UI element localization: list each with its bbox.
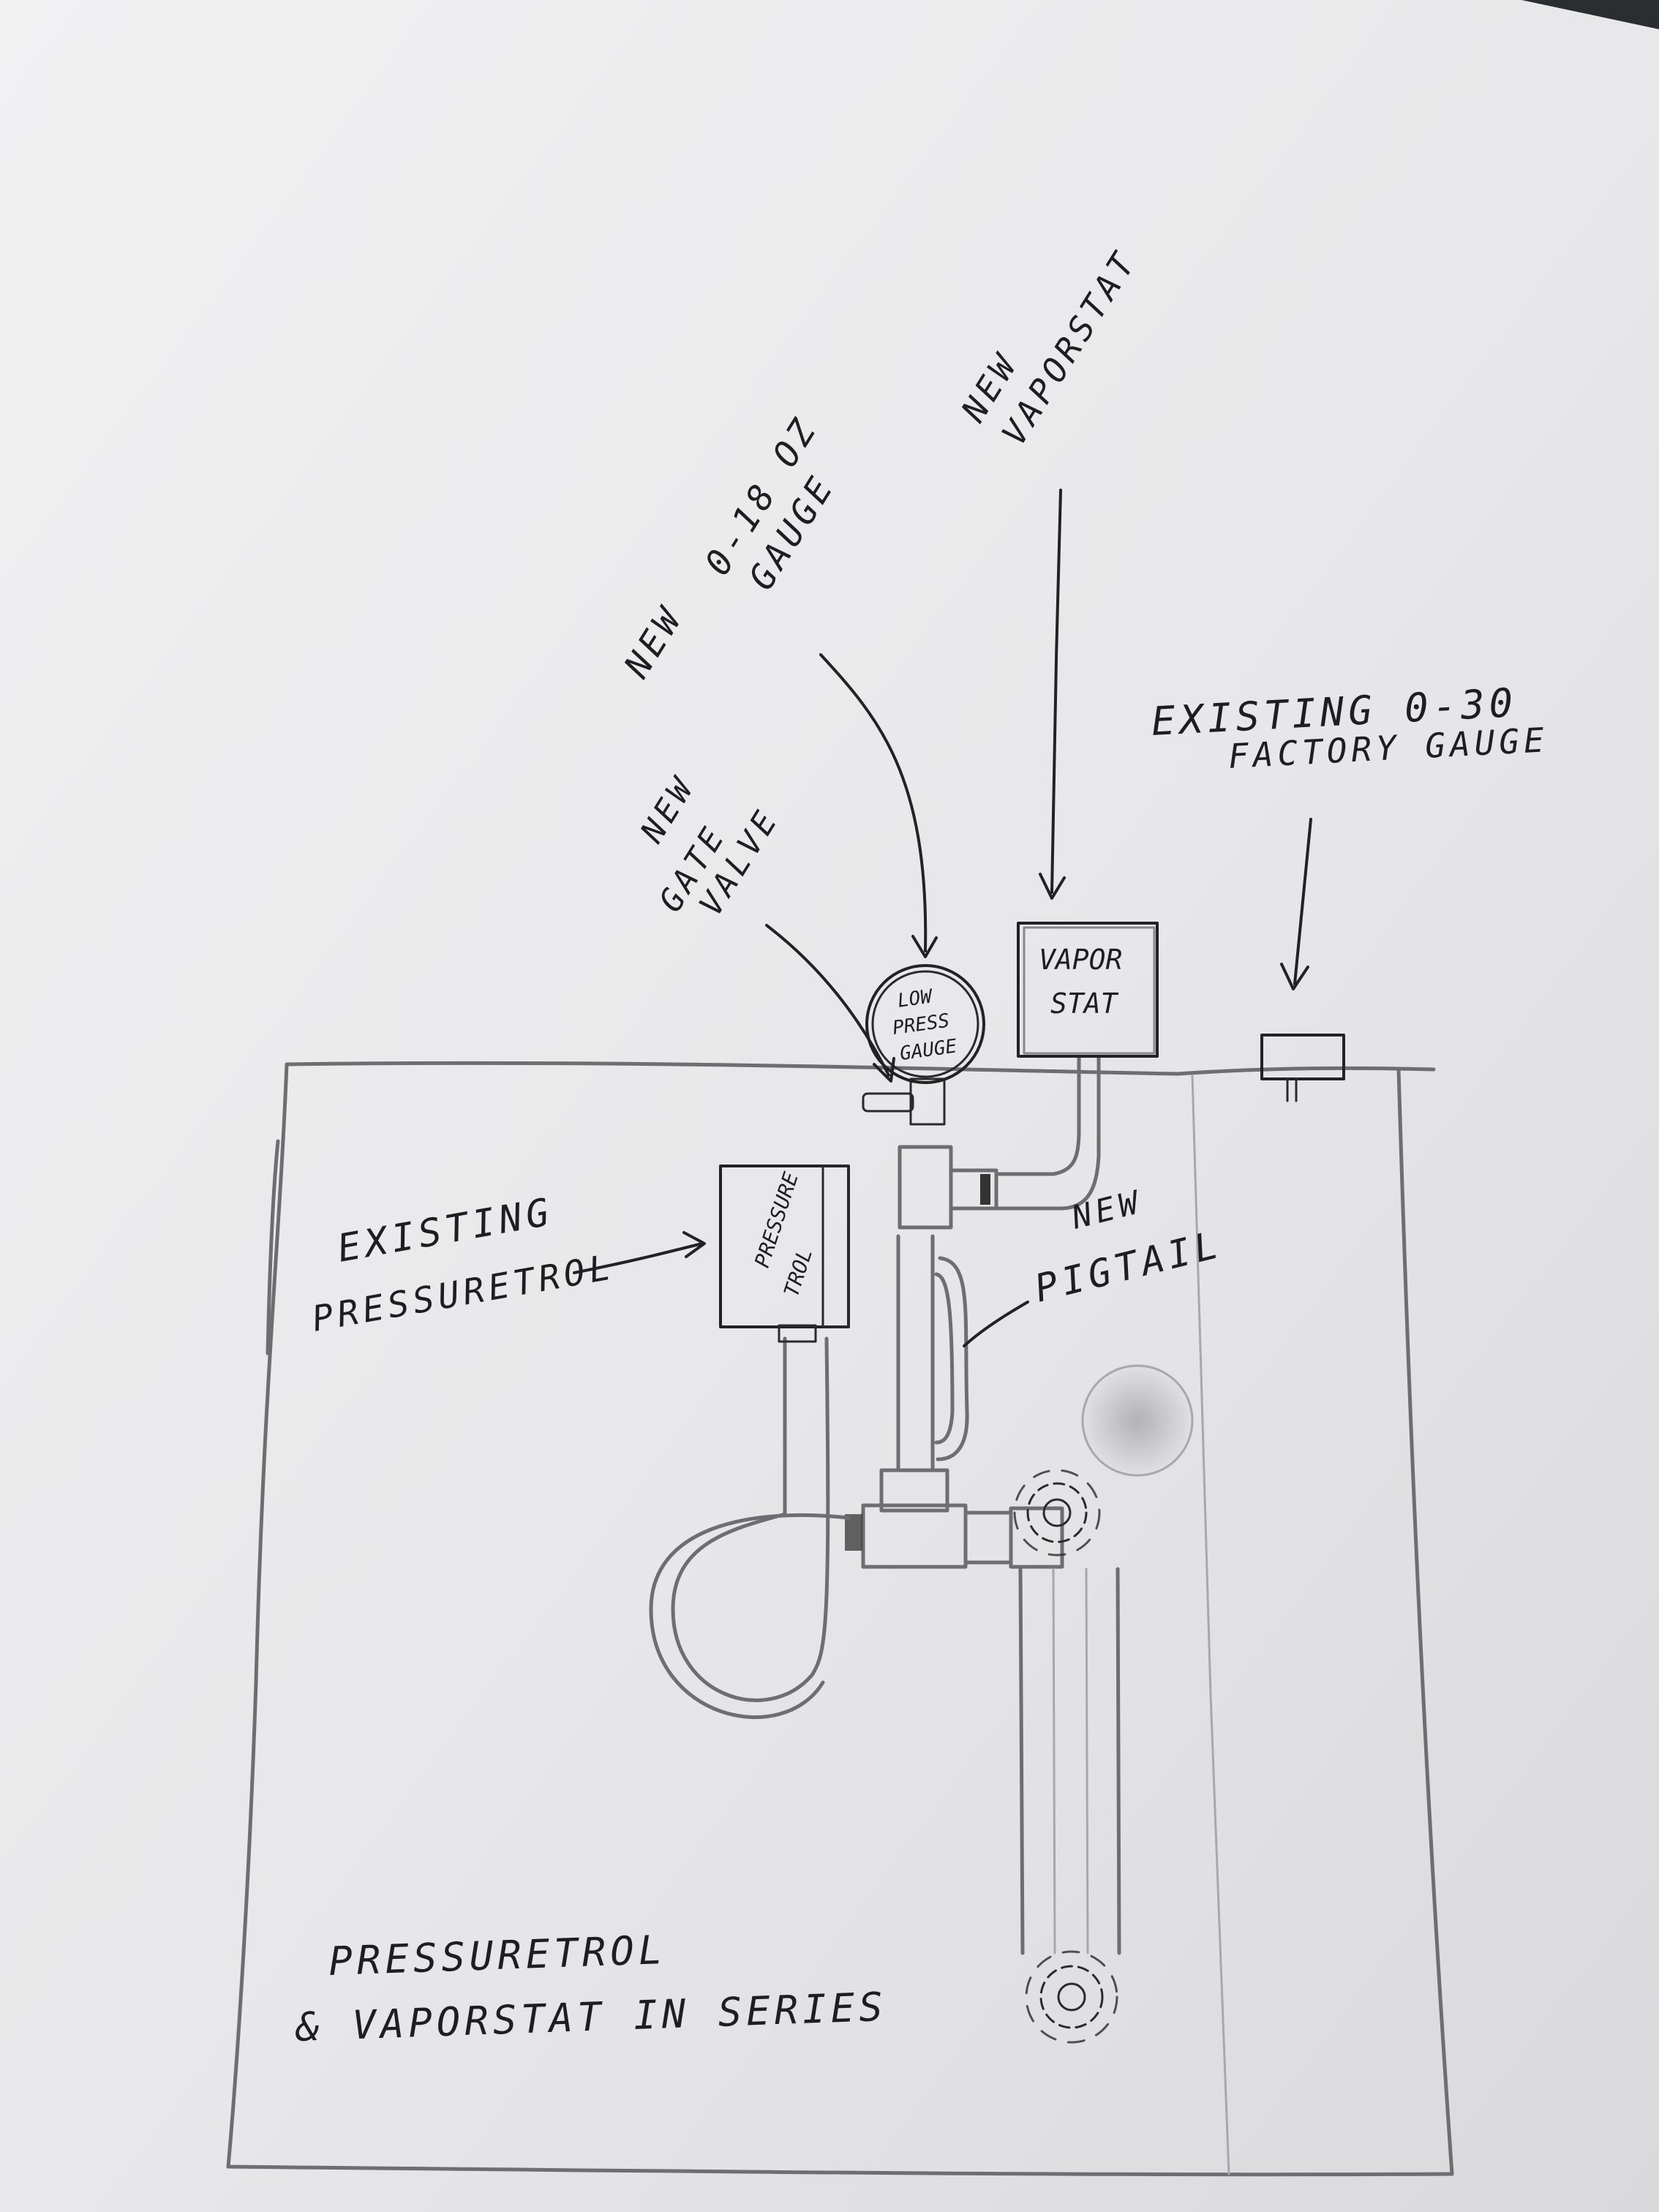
boiler-outline: [226, 1061, 1454, 2177]
flower-doodle-bottom: [1025, 1950, 1118, 2044]
pencil-smudge: [1079, 1362, 1196, 1479]
smudge-outline: [1081, 1364, 1194, 1477]
lower-tee-fitting: [1009, 1506, 1064, 1569]
vaporstat-box: VAPOR STAT: [1017, 922, 1159, 1058]
lower-tee-nipple: [845, 1514, 862, 1551]
upper-tee-branch: [949, 1168, 998, 1211]
flower-doodle-top: [1013, 1469, 1101, 1557]
gate-valve-handle: [862, 1092, 914, 1113]
vaporstat-box-line-2: STAT: [1050, 988, 1119, 1020]
piping: [649, 1055, 1121, 1955]
lower-tee-top: [879, 1468, 949, 1513]
arrows: [573, 489, 1312, 1347]
gate-valve-body: [909, 1077, 946, 1126]
low-press-gauge-line-1: LOW: [896, 985, 935, 1012]
upper-tee-nipple: [980, 1174, 990, 1205]
vaporstat-box-line-1: VAPOR: [1039, 944, 1122, 976]
factory-gauge: [1260, 1034, 1345, 1102]
